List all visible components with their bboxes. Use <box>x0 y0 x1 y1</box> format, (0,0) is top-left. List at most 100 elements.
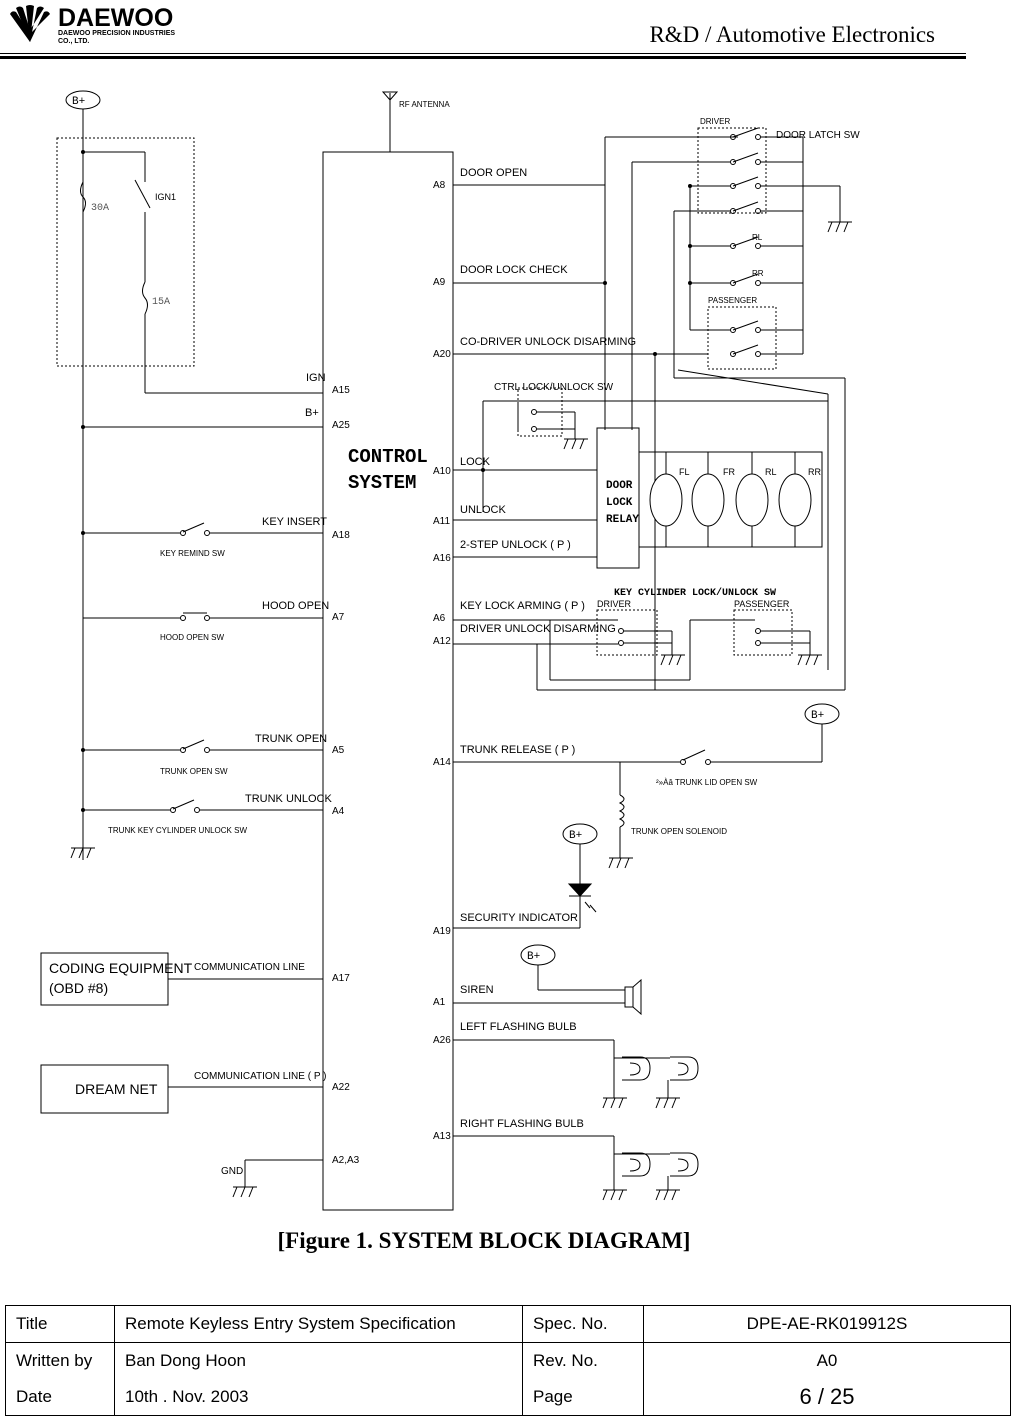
pin-key-insert-label: KEY INSERT <box>262 516 327 528</box>
key-cyl-passenger-label: PASSENGER <box>734 599 790 609</box>
page-label: Page <box>533 1387 573 1406</box>
solenoid-coil-icon <box>618 794 625 828</box>
rev-label: Rev. No. <box>533 1351 598 1370</box>
pin-a14: A14 <box>433 757 451 768</box>
written-date-labels: Written by Date <box>5 1342 115 1416</box>
svg-text:(OBD #8): (OBD #8) <box>49 980 108 996</box>
pin-a26: A26 <box>433 1035 451 1046</box>
trunk-key-cyl-sw-label: TRUNK KEY CYLINDER UNLOCK SW <box>108 826 247 835</box>
security-label: SECURITY INDICATOR <box>460 912 578 924</box>
pin-a5: A5 <box>332 745 345 756</box>
motor-fl-label: FL <box>679 467 690 477</box>
lock-label: LOCK <box>460 456 491 468</box>
document-info-table: Title Remote Keyless Entry System Specif… <box>5 1305 1011 1416</box>
key-remind-sw-label: KEY REMIND SW <box>160 549 225 558</box>
pin-a11: A11 <box>433 516 450 527</box>
pin-a6: A6 <box>433 613 446 624</box>
date-value: 10th . Nov. 2003 <box>125 1387 249 1406</box>
pin-a8: A8 <box>433 180 446 191</box>
figure-caption: [Figure 1. SYSTEM BLOCK DIAGRAM] <box>277 1228 691 1253</box>
rev-page-values: A0 6 / 25 <box>643 1342 1011 1416</box>
siren-speaker-icon <box>624 978 642 1016</box>
header-rule <box>0 53 966 54</box>
pin-a10: A10 <box>433 466 451 477</box>
passenger-label: PASSENGER <box>708 296 757 305</box>
key-cylinder-title: KEY CYLINDER LOCK/UNLOCK SW <box>614 587 776 599</box>
ground-icon <box>655 1097 681 1109</box>
driver-door-switch-group <box>697 127 767 214</box>
left-flash-label: LEFT FLASHING BULB <box>460 1021 577 1033</box>
svg-text:DOOR: DOOR <box>606 480 633 492</box>
control-system-label-1: CONTROL <box>348 446 428 468</box>
fuse-15a-icon <box>142 281 148 315</box>
key-cyl-driver-label: DRIVER <box>597 599 632 609</box>
svg-text:B+: B+ <box>72 96 85 108</box>
ground-icon <box>232 1186 258 1198</box>
bplus-terminal-icon <box>804 703 840 725</box>
svg-text:CODING EQUIPMENT: CODING EQUIPMENT <box>49 960 193 976</box>
brand-name: DAEWOO <box>58 4 174 32</box>
rr-label: RR <box>752 269 764 278</box>
svg-text:LOCK: LOCK <box>606 497 633 509</box>
door-motor-icon <box>649 452 812 547</box>
page-header: DAEWOO DAEWOO PRECISION INDUSTRIES CO., … <box>0 0 1013 60</box>
spec-value: DPE-AE-RK019912S <box>643 1305 1011 1343</box>
trunk-open-sw-label: TRUNK OPEN SW <box>160 767 228 776</box>
pin-ign-label: IGN <box>306 372 326 384</box>
date-label: Date <box>16 1387 52 1406</box>
rf-antenna-label: RF ANTENNA <box>399 100 450 109</box>
pin-a25: A25 <box>332 420 350 431</box>
svg-text:B+: B+ <box>811 710 824 722</box>
ground-icon <box>660 654 686 666</box>
title-label: Title <box>5 1305 115 1343</box>
pin-a2-a3: A2,A3 <box>332 1155 360 1166</box>
driver-unlock-label: DRIVER UNLOCK DISARMING <box>460 623 616 635</box>
hood-open-sw-label: HOOD OPEN SW <box>160 633 224 642</box>
rev-value: A0 <box>816 1351 838 1370</box>
key-cyl-passenger-switch <box>733 609 793 656</box>
ground-icon <box>797 654 823 666</box>
ground-icon <box>602 1097 628 1109</box>
rev-page-labels: Rev. No. Page <box>522 1342 644 1416</box>
motor-rl-label: RL <box>765 467 777 477</box>
fuse-15a-label: 15A <box>152 297 170 308</box>
trunk-solenoid-label: TRUNK OPEN SOLENOID <box>631 827 727 836</box>
page-value: 6 / 25 <box>799 1384 855 1409</box>
trunk-lid-sw-label: ²»Àâ TRUNK LID OPEN SW <box>656 778 758 787</box>
ign1-switch-icon <box>134 179 151 209</box>
motor-rr-label: RR <box>808 467 821 477</box>
right-flash-label: RIGHT FLASHING BULB <box>460 1118 584 1130</box>
header-rule-thick <box>0 56 966 59</box>
svg-text:DREAM NET: DREAM NET <box>75 1081 158 1097</box>
brand-subtitle: DAEWOO PRECISION INDUSTRIES CO., LTD. <box>58 30 176 45</box>
trunk-lid-switch-icon <box>682 749 706 761</box>
spec-label: Spec. No. <box>522 1305 644 1343</box>
trunk-key-cyl-switch-icon <box>172 799 195 810</box>
title-value: Remote Keyless Entry System Specificatio… <box>114 1305 523 1343</box>
fuse-30a-icon <box>80 181 86 213</box>
dream-net-box <box>40 1064 169 1114</box>
pin-trunk-unlock-label: TRUNK UNLOCK <box>245 793 332 805</box>
pin-a22: A22 <box>332 1082 350 1093</box>
pin-a17: A17 <box>332 973 350 984</box>
trunk-release-label: TRUNK RELEASE ( P ) <box>460 744 575 756</box>
pin-a20: A20 <box>433 349 451 360</box>
ground-icon <box>608 857 634 869</box>
pin-a12: A12 <box>433 636 451 647</box>
right-flashing-bulb-icon <box>622 1152 699 1177</box>
door-latch-switch-icon <box>730 127 761 357</box>
rf-antenna-icon <box>381 91 399 152</box>
motor-fr-label: FR <box>723 467 735 477</box>
ground-icon <box>602 1189 628 1201</box>
passenger-door-switch-group <box>707 306 777 370</box>
ground-icon <box>827 221 853 233</box>
pin-a13: A13 <box>433 1131 451 1142</box>
fuse-box-outline <box>56 137 195 367</box>
trunk-open-switch-icon <box>182 739 205 750</box>
door-latch-sw-label: DOOR LATCH SW <box>776 130 860 141</box>
written-label: Written by <box>16 1351 93 1370</box>
ign1-label: IGN1 <box>155 192 176 202</box>
key-lock-arming-label: KEY LOCK ARMING ( P ) <box>460 600 585 612</box>
pin-a9: A9 <box>433 277 446 288</box>
comm-line-p-label: COMMUNICATION LINE ( P ) <box>194 1071 326 1082</box>
